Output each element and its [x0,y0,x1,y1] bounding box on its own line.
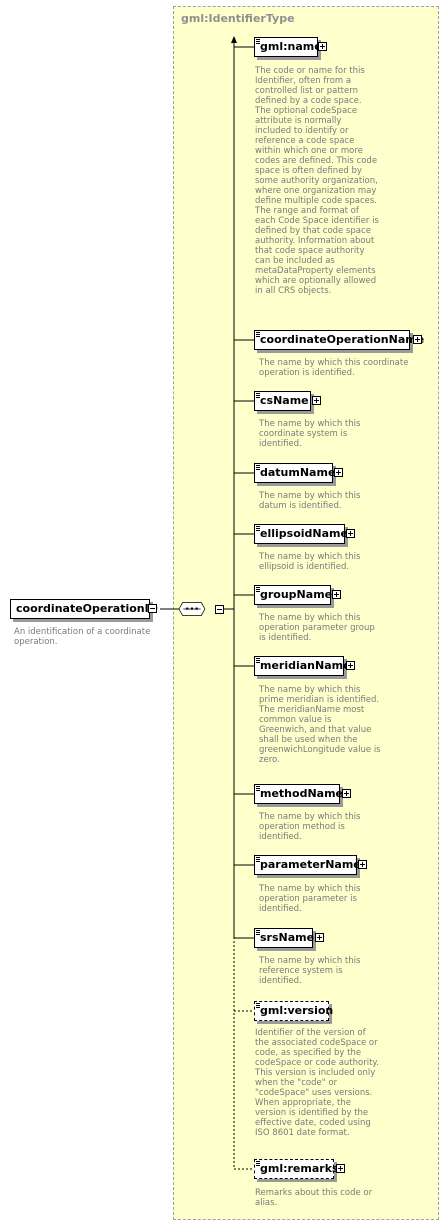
element-box[interactable]: datumName [254,463,336,483]
element-name: meridianName [260,659,351,672]
expand-button[interactable] [346,529,355,538]
element-box[interactable]: parameterName [254,855,361,875]
element-box[interactable]: coordinateOperationName [254,330,424,350]
element-description: The name by which this ellipsoid is iden… [259,552,361,572]
sequence-compositor-icon[interactable] [179,599,215,619]
element-name: csName [260,394,309,407]
expand-button[interactable] [346,661,355,670]
element-name: parameterName [260,858,361,871]
element-box[interactable]: gml:name [254,37,322,57]
element-description: The name by which this coordinate operat… [259,358,409,378]
expand-button[interactable] [358,860,367,869]
expand-button[interactable] [334,468,343,477]
element-description: The name by which this operation method … [259,812,361,842]
collapse-sequence-button[interactable] [215,605,224,614]
element-name: gml:version [260,1004,334,1017]
element-description: The name by which this coordinate system… [259,419,361,449]
element-box[interactable]: methodName [254,784,343,804]
root-element-name: coordinateOperationID [16,602,158,615]
element-description: Identifier of the version of the associa… [255,1028,379,1138]
expand-button[interactable] [315,933,324,942]
root-element-box[interactable]: coordinateOperationID [10,599,158,619]
element-name: datumName [260,466,336,479]
expand-button[interactable] [342,789,351,798]
element-box[interactable]: csName [254,391,311,411]
element-name: gml:name [260,40,322,53]
expand-button[interactable] [312,396,321,405]
root-description: An identification of a coordinate operat… [14,627,151,647]
element-box[interactable]: gml:version [254,1001,333,1021]
collapse-root-button[interactable] [148,604,157,613]
element-description: The name by which this prime meridian is… [259,685,381,765]
expand-button[interactable] [413,335,422,344]
element-name: ellipsoidName [260,527,348,540]
element-description: The code or name for this Identifier, of… [255,66,379,296]
element-name: gml:remarks [260,1162,339,1175]
element-description: The name by which this datum is identifi… [259,491,361,511]
group-title: gml:IdentifierType [181,12,295,25]
element-box[interactable]: groupName [254,585,333,605]
expand-button[interactable] [336,1164,345,1173]
expand-button[interactable] [318,42,327,51]
expand-button[interactable] [332,590,341,599]
element-name: groupName [260,588,333,601]
element-name: srsName [260,931,315,944]
element-name: methodName [260,787,343,800]
element-box[interactable]: srsName [254,928,315,948]
element-box[interactable]: ellipsoidName [254,524,348,544]
element-name: coordinateOperationName [260,333,425,346]
element-box[interactable]: meridianName [254,656,351,676]
element-description: The name by which this reference system … [259,956,361,986]
element-description: Remarks about this code or alias. [255,1188,373,1208]
element-description: The name by which this operation paramet… [259,884,361,914]
element-description: The name by which this operation paramet… [259,613,375,643]
element-box[interactable]: gml:remarks [254,1159,339,1179]
